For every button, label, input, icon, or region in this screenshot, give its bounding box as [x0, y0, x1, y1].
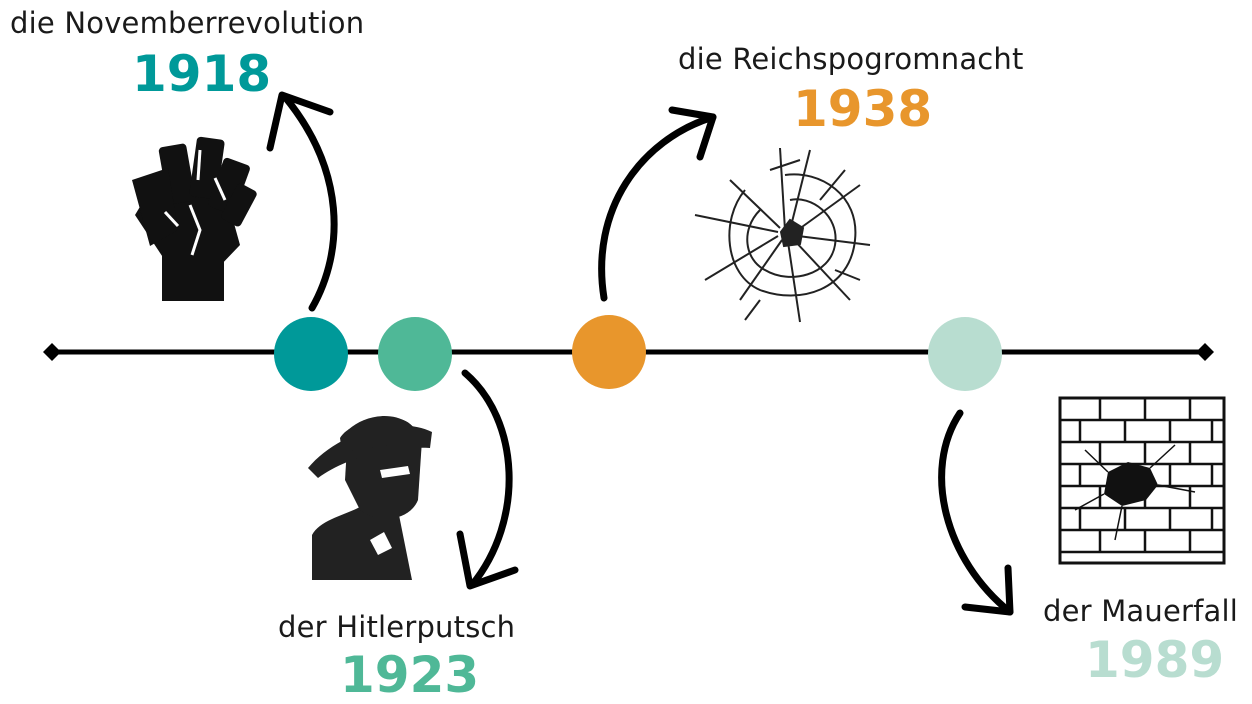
event-year-1989: 1989 — [1085, 631, 1225, 689]
broken-brick-wall-icon — [1058, 396, 1226, 565]
event-year-1938: 1938 — [793, 80, 933, 138]
arrow-1938 — [598, 113, 717, 302]
raised-fist-icon — [132, 136, 257, 301]
arrow-1923-head — [456, 530, 519, 590]
arrow-1938-head — [668, 106, 717, 161]
arrow-1989 — [938, 409, 1014, 616]
shattered-glass-icon — [694, 147, 871, 323]
arrow-1989-head — [961, 564, 1014, 616]
timeline-start-marker — [43, 343, 61, 361]
officer-portrait-icon — [308, 416, 432, 580]
event-dot-1918 — [274, 317, 348, 391]
arrow-1918 — [281, 93, 338, 312]
event-title-1918: die Novemberrevolution — [10, 6, 365, 40]
timeline-end-marker — [1196, 343, 1214, 361]
event-dot-1989 — [928, 317, 1002, 391]
event-title-1938: die Reichspogromnacht — [678, 42, 1024, 76]
arrow-1918-head — [266, 91, 334, 152]
event-year-1918: 1918 — [132, 45, 272, 103]
event-dot-1938 — [572, 315, 646, 389]
arrow-1923 — [461, 369, 513, 589]
event-title-1923: der Hitlerputsch — [278, 610, 516, 644]
event-dot-1923 — [378, 317, 452, 391]
event-year-1923: 1923 — [340, 646, 480, 704]
event-title-1989: der Mauerfall — [1043, 594, 1239, 628]
